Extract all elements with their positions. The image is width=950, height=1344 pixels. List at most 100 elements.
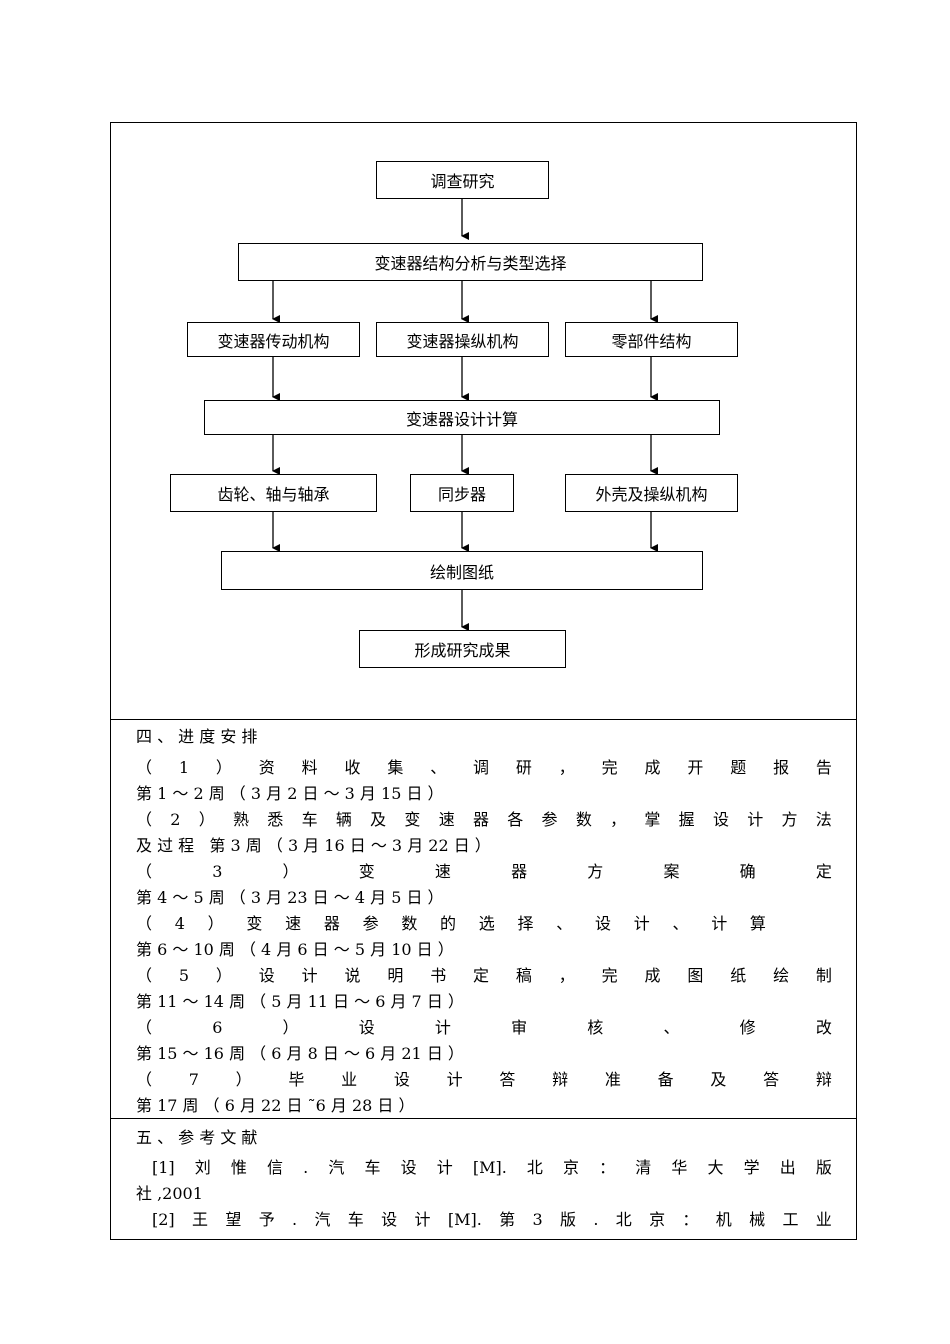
text-token: （ [136, 862, 153, 881]
text-token: 纸 [730, 966, 747, 985]
text-token: 望 [225, 1210, 242, 1229]
text-token: 数 [401, 914, 418, 933]
text-token: 题 [730, 758, 747, 777]
text-token: 计 [711, 914, 728, 933]
text-token: 核 [587, 1018, 604, 1037]
flow-box-shell: 外壳及操纵机构 [565, 474, 738, 512]
flow-box-drawing: 绘制图纸 [221, 551, 703, 590]
text-token: 京 [563, 1158, 580, 1177]
text-token: 辩 [815, 1070, 832, 1089]
text-token: 掌 [644, 810, 661, 829]
flow-box-analysis: 变速器结构分析与类型选择 [238, 243, 703, 281]
text-token: 4 [174, 914, 185, 933]
schedule-time-4: 第 6 ～ 10 周 （ 4 月 6 日 ～ 5 月 10 日 ） [136, 940, 454, 959]
text-token: 京 [649, 1210, 666, 1229]
flow-box-parts: 零部件结构 [565, 322, 738, 357]
text-token: 3 [532, 1210, 543, 1229]
text-token: 辆 [335, 810, 352, 829]
text-token: ： [599, 1158, 616, 1177]
text-token: 变 [358, 862, 375, 881]
text-token: 清 [635, 1158, 652, 1177]
text-token: 版 [815, 1158, 832, 1177]
text-token: 选 [478, 914, 495, 933]
text-token: 择 [517, 914, 534, 933]
text-token: 数 [575, 810, 592, 829]
text-token: （ [136, 914, 153, 933]
text-token: 北 [615, 1210, 632, 1229]
text-token: 开 [687, 758, 704, 777]
text-token: 研 [515, 758, 532, 777]
text-token: 设 [712, 810, 729, 829]
text-token: （ [136, 1070, 153, 1089]
text-token: 资 [258, 758, 275, 777]
section-divider [110, 1118, 857, 1119]
text-token: 参 [541, 810, 558, 829]
text-token: 械 [749, 1210, 766, 1229]
text-token: 速 [285, 914, 302, 933]
text-token: 定 [815, 862, 832, 881]
text-token: 第 [499, 1210, 516, 1229]
text-token: 毕 [288, 1070, 305, 1089]
schedule-time-7: 第 17 周 （ 6 月 22 日 ˜6 月 28 日 ） [136, 1096, 415, 1115]
text-token: 定 [473, 966, 490, 985]
text-token: 说 [344, 966, 361, 985]
text-token: 予 [258, 1210, 275, 1229]
text-token: 计 [414, 1210, 431, 1229]
text-token: 设 [258, 966, 275, 985]
text-token: 、 [672, 914, 689, 933]
text-token: 刘 [194, 1158, 211, 1177]
schedule-time-2: 及 过 程 第 3 周 （ 3 月 16 日 ～ 3 月 22 日 ） [136, 836, 491, 855]
text-token: 、 [556, 914, 573, 933]
text-token: . [292, 1210, 298, 1229]
text-token: 车 [301, 810, 318, 829]
text-token: 汽 [314, 1210, 331, 1229]
text-token: 辩 [552, 1070, 569, 1089]
text-token: 变 [404, 810, 421, 829]
text-token: ） [207, 914, 224, 933]
text-token: （ [136, 810, 153, 829]
text-token: 设 [594, 914, 611, 933]
text-token: . [303, 1158, 309, 1177]
text-token: 准 [604, 1070, 621, 1089]
text-token: ） [215, 758, 232, 777]
text-token: 器 [511, 862, 528, 881]
text-token: 1 [178, 758, 190, 777]
text-token: 车 [347, 1210, 364, 1229]
flow-box-gear: 齿轮、轴与轴承 [170, 474, 377, 512]
text-token: ） [235, 1070, 252, 1089]
text-token: 改 [815, 1018, 832, 1037]
text-token: 备 [657, 1070, 674, 1089]
schedule-task-5: （5）设计说明书定稿，完成图纸绘制 [136, 966, 832, 986]
text-token: 案 [663, 862, 680, 881]
text-token: 明 [387, 966, 404, 985]
text-token: 绘 [773, 966, 790, 985]
schedule-time-5: 第 11 ～ 14 周 （ 5 月 11 日 ～ 6 月 7 日 ） [136, 992, 464, 1011]
text-token: [2] [152, 1210, 175, 1229]
text-token: 汽 [328, 1158, 345, 1177]
text-token: 器 [323, 914, 340, 933]
text-token: 方 [587, 862, 604, 881]
reference-1-line1: [1]刘惟信.汽车设计[M].北京：清华大学出版 [152, 1158, 832, 1178]
text-token: ： [682, 1210, 699, 1229]
flow-box-research: 调查研究 [376, 161, 549, 199]
text-token: 法 [815, 810, 832, 829]
text-token: 答 [499, 1070, 516, 1089]
schedule-task-6: （6）设计审核、修改 [136, 1018, 832, 1038]
text-token: 设 [381, 1210, 398, 1229]
text-token: 书 [430, 966, 447, 985]
text-token: 计 [446, 1070, 463, 1089]
text-token: 稿 [515, 966, 532, 985]
text-token: 、 [430, 758, 447, 777]
schedule-heading: 四 、 进 度 安 排 [136, 727, 258, 746]
text-token: 调 [473, 758, 490, 777]
text-token: 完 [601, 758, 618, 777]
flow-box-sync: 同步器 [410, 474, 514, 512]
text-token: 惟 [230, 1158, 247, 1177]
text-token: 计 [301, 966, 318, 985]
flowchart-arrows [272, 199, 658, 631]
text-token: ） [282, 1018, 299, 1037]
schedule-time-6: 第 15 ～ 16 周 （ 6 月 8 日 ～ 6 月 21 日 ） [136, 1044, 464, 1063]
text-token: 成 [644, 758, 661, 777]
text-token: 报 [773, 758, 790, 777]
references-heading: 五 、 参 考 文 献 [136, 1128, 258, 1147]
